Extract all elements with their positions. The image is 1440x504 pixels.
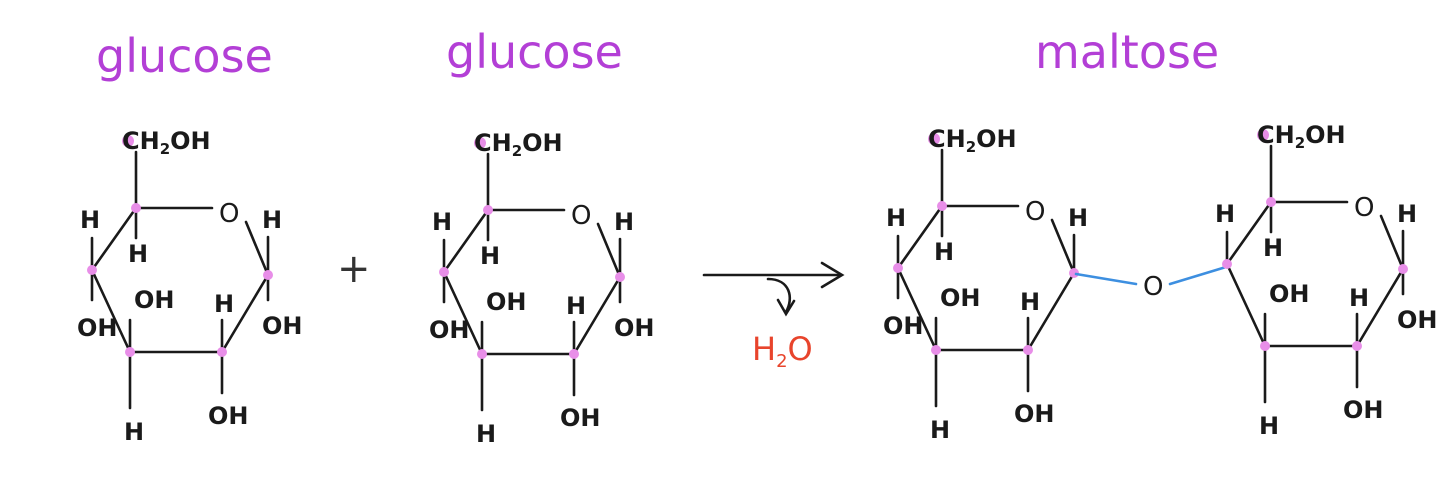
carbon-dot [1352, 341, 1362, 351]
ring-bonds [442, 152, 622, 412]
ring-bonds [896, 148, 1076, 408]
atom-oh: OH [1269, 280, 1310, 308]
carbon-dot [439, 267, 449, 277]
carbon-dot [263, 270, 273, 280]
atom-oh: OH [614, 314, 655, 342]
glycosidic-linkage: O [1074, 265, 1228, 302]
carbon-dot [122, 135, 134, 147]
ch2oh-group: CH2OH [474, 129, 563, 160]
carbon-dot [483, 205, 493, 215]
atom-h: H [476, 420, 496, 448]
carbon-dots [1222, 129, 1408, 351]
carbon-dot [937, 201, 947, 211]
carbon-dot [1023, 345, 1033, 355]
carbon-dot [87, 265, 97, 275]
carbon-dot [1257, 129, 1269, 141]
atom-oh: OH [262, 312, 303, 340]
atom-oh: OH [208, 402, 249, 430]
carbon-dot [1222, 259, 1232, 269]
carbon-dot [217, 347, 227, 357]
glucose-molecule-2: CH2OH O H H H OH OH H OH H OH [429, 129, 655, 448]
atom-oh: OH [486, 288, 527, 316]
carbon-dot [931, 345, 941, 355]
water-release-curve [766, 277, 791, 314]
ring-oxygen: O [1025, 197, 1045, 227]
atom-h: H [566, 292, 586, 320]
atom-h: H [214, 290, 234, 318]
carbon-dot [125, 347, 135, 357]
atom-h: H [124, 418, 144, 446]
carbon-dot [1260, 341, 1270, 351]
carbon-dot [928, 133, 940, 145]
atom-h: H [432, 208, 452, 236]
atom-h: H [1349, 284, 1369, 312]
carbon-dots [439, 137, 625, 359]
atom-oh: OH [77, 314, 118, 342]
carbon-dot [474, 137, 486, 149]
carbon-dot [1398, 264, 1408, 274]
ring-bonds [1225, 144, 1405, 404]
water-byproduct: H2O [752, 330, 813, 372]
glucose-left-title: glucose [96, 29, 273, 83]
ring-bonds [90, 150, 270, 410]
atom-oh: OH [1014, 400, 1055, 428]
atom-h: H [1397, 200, 1417, 228]
atom-h: H [934, 238, 954, 266]
atom-oh: OH [1343, 396, 1384, 424]
atom-h: H [128, 240, 148, 268]
plus-sign: + [337, 246, 371, 292]
carbon-dot [131, 203, 141, 213]
atom-h: H [614, 208, 634, 236]
atom-oh: OH [940, 284, 981, 312]
maltose-title: maltose [1035, 25, 1219, 79]
ring-oxygen: O [571, 201, 591, 231]
atom-h: H [930, 416, 950, 444]
ring-oxygen: O [1354, 193, 1374, 223]
maltose-ring-right: CH2OH O H H H OH H OH H OH [1215, 121, 1438, 440]
atom-h: H [80, 206, 100, 234]
carbon-dot [477, 349, 487, 359]
carbon-dots [87, 135, 273, 357]
carbon-dot [1266, 197, 1276, 207]
atom-oh: OH [883, 312, 924, 340]
atom-h: H [1259, 412, 1279, 440]
atom-h: H [1020, 288, 1040, 316]
glycosidic-bond-left [1074, 272, 1138, 286]
carbon-dot [1069, 268, 1079, 278]
ch2oh-group: CH2OH [1257, 121, 1346, 152]
bridge-oxygen: O [1143, 272, 1163, 302]
carbon-dot [615, 272, 625, 282]
ch2oh-group: CH2OH [928, 125, 1017, 156]
atom-oh: OH [560, 404, 601, 432]
atom-h: H [886, 204, 906, 232]
carbon-dot [569, 349, 579, 359]
atom-h: H [1215, 200, 1235, 228]
atom-h: H [480, 242, 500, 270]
carbon-dots [893, 133, 1079, 355]
atom-oh: OH [429, 316, 470, 344]
atom-oh: OH [1397, 306, 1438, 334]
atom-h: H [1068, 204, 1088, 232]
atom-h: H [262, 206, 282, 234]
glycosidic-bond-right [1168, 265, 1228, 286]
atom-h: H [1263, 234, 1283, 262]
glucose-molecule-1: CH2OH O H H H OH OH H OH H OH [77, 127, 303, 446]
ring-oxygen: O [219, 199, 239, 229]
ch2oh-group: CH2OH [122, 127, 211, 158]
maltose-ring-left: CH2OH O H H H OH OH H H OH [883, 125, 1088, 444]
reaction-arrow [702, 261, 845, 317]
carbon-dot [893, 263, 903, 273]
glucose-right-title: glucose [446, 25, 623, 79]
atom-oh: OH [134, 286, 175, 314]
